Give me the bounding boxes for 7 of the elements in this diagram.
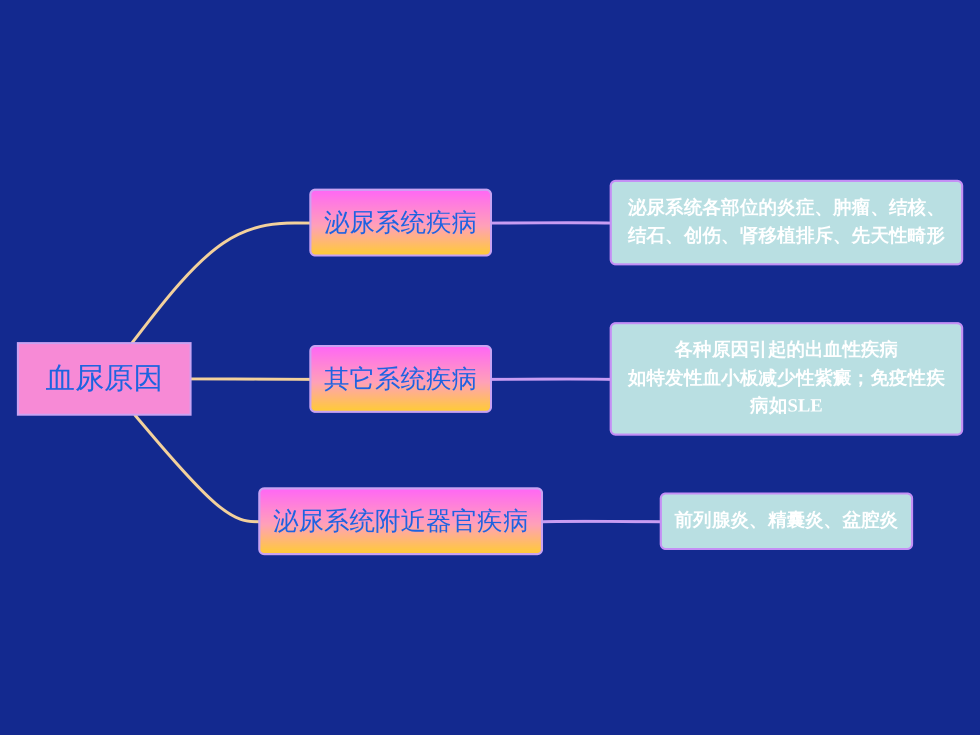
connector (491, 221, 612, 225)
node-box: 血尿原因 (16, 342, 192, 416)
connector (134, 414, 260, 524)
connector (130, 222, 311, 344)
connector (542, 520, 662, 524)
connector (190, 377, 311, 381)
connector (491, 378, 612, 381)
